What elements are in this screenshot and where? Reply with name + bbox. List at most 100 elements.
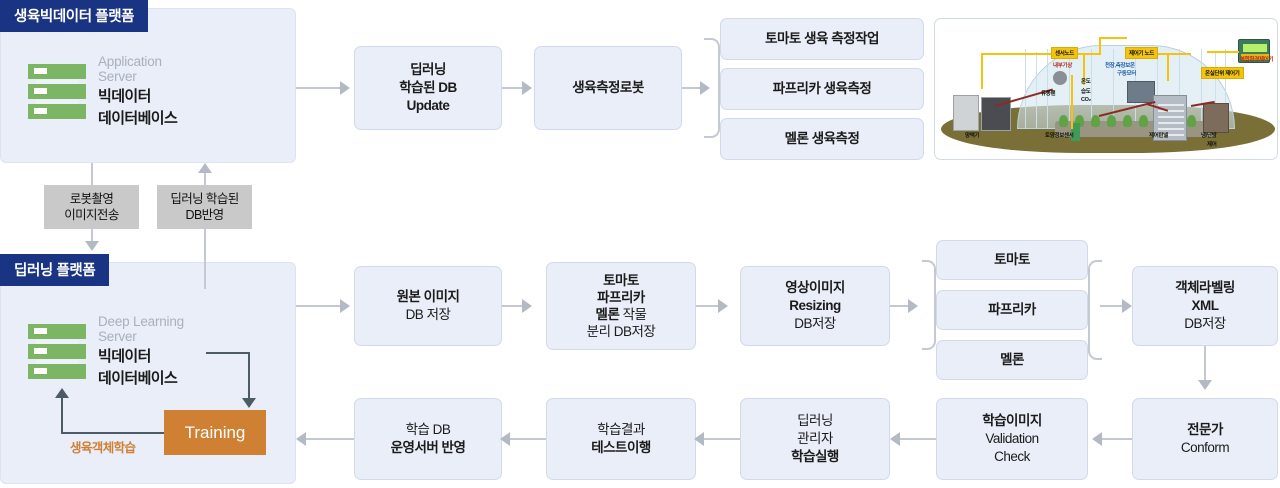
label-device-caption: 복합환경제어기 — [1240, 57, 1274, 63]
label-control-panel: 제어판넬 — [1149, 133, 1169, 139]
node-crop-paprika[interactable]: 파프리카 — [936, 290, 1088, 330]
connector-expert-to-validation — [1098, 438, 1132, 440]
connector-training-to-db-h — [61, 432, 165, 434]
node-expert-line2: Conform — [1180, 440, 1230, 455]
connector-deeplearning-to-bigdata-bottom — [204, 229, 206, 289]
node-image-resizing[interactable]: 영상이미지 Resizing DB저장 — [740, 266, 890, 346]
connector-step1-to-step2 — [502, 87, 526, 89]
connector-crops-to-xml — [1100, 305, 1126, 307]
node-crop-tomato[interactable]: 토마토 — [936, 240, 1088, 280]
node-paprika-measurement[interactable]: 파프리카 생육측정 — [720, 68, 924, 110]
arrow-training-to-db — [55, 388, 69, 398]
node-original-image-db[interactable]: 원본 이미지 DB 저장 — [354, 266, 502, 346]
bigdata-server-main-line1: 빅데이터 — [98, 88, 151, 105]
tag-db-reflect-line2: DB반영 — [185, 208, 225, 222]
node-deploy-line1: 학습 DB — [405, 422, 451, 437]
branch-bracket-measurement — [704, 38, 720, 138]
arrow-bigdata-to-step1 — [340, 81, 350, 95]
nutrient-supply-machine — [953, 95, 979, 131]
node-db-update-line1: 딥러닝 — [410, 62, 446, 77]
node-melon-measurement[interactable]: 멜론 생육측정 — [720, 118, 924, 160]
connector-bigdata-to-deeplearning-top — [91, 163, 93, 185]
node-robot-label: 생육측정로봇 — [572, 80, 644, 95]
node-xml-line2: XML — [1191, 298, 1220, 313]
node-db-update-line2: 학습된 DB — [399, 80, 457, 95]
arrow-validation-to-trainexec — [890, 432, 900, 446]
node-training-image-validation[interactable]: 학습이미지 Validation Check — [936, 398, 1088, 480]
label-co2: CO₂ — [1081, 97, 1091, 103]
node-xml-line3: DB저장 — [1184, 316, 1226, 331]
node-crop-split-paprika: 파프리카 — [597, 290, 645, 305]
node-test-execution[interactable]: 학습결과 테스트이행 — [546, 398, 696, 480]
bigdata-platform-title: 생육빅데이터 플랫폼 — [0, 0, 149, 32]
node-crop-paprika-label: 파프리카 — [988, 302, 1036, 317]
arrow-down-to-deeplearning — [85, 241, 99, 251]
node-crop-split-db[interactable]: 토마토 파프리카 멜론 작물 분리 DB저장 — [546, 262, 696, 350]
connector-db-to-training-h — [206, 352, 250, 354]
node-trainexec-line2: 관리자 — [797, 431, 833, 446]
branch-bracket-crops-out — [1088, 260, 1102, 360]
arrow-xml-to-expert — [1198, 380, 1212, 390]
deeplearning-server-label: Deep Learning Server 빅데이터 데이터베이스 — [98, 314, 184, 388]
connector-bigdata-to-deeplearning-bottom — [91, 229, 93, 243]
node-crop-split-db-save: 분리 DB저장 — [586, 324, 656, 339]
node-crop-melon[interactable]: 멜론 — [936, 340, 1088, 380]
connector-training-to-db-v — [61, 398, 63, 432]
node-tomato-measurement-task[interactable]: 토마토 생육 측정작업 — [720, 18, 924, 60]
connector-step2-to-branch — [682, 87, 704, 89]
label-sensor-node: 센서노드 — [1051, 47, 1079, 59]
greenhouse-controller-device — [1238, 39, 1270, 63]
node-deploy-to-operation-server[interactable]: 학습 DB 운영서버 반영 — [354, 398, 502, 480]
node-crop-tomato-label: 토마토 — [994, 252, 1030, 267]
node-growth-measurement-robot[interactable]: 생육측정로봇 — [534, 46, 682, 130]
node-tomato-measurement-label: 토마토 생육 측정작업 — [765, 31, 879, 46]
node-training-execution[interactable]: 딥러닝 관리자 학습실행 — [740, 398, 890, 480]
label-roof-motor-line2: 구동모터 — [1117, 71, 1137, 77]
server-icon — [28, 324, 86, 379]
bigdata-server-label: Application Server 빅데이터 데이터베이스 — [98, 54, 178, 128]
branch-bracket-crops-in — [922, 260, 936, 350]
bigdata-server-sub-line2: Server — [98, 68, 137, 84]
node-crop-split-melon: 멜론 — [595, 307, 620, 322]
node-resizing-line1: 영상이미지 — [785, 280, 845, 295]
node-resizing-line2: Resizing — [789, 298, 841, 313]
tag-robot-capture-line1: 로봇촬영 — [69, 192, 114, 206]
node-test-line1: 학습결과 — [597, 422, 645, 437]
arrow-row1-2-to-3 — [718, 299, 728, 313]
bigdata-server-block: Application Server 빅데이터 데이터베이스 — [28, 54, 178, 128]
training-label: Training — [184, 422, 246, 442]
loop-label-growth-object-learning: 생육객체학습 — [70, 441, 136, 455]
greenhouse-smartfarm-illustration: 센서노드 제어기 노드 온실단위 제어기 복합환경제어기 내부기상 천장,측장보… — [934, 18, 1278, 160]
node-deeplearning-db-update[interactable]: 딥러닝 학습된 DB Update — [354, 46, 502, 130]
connector-validation-to-trainexec — [896, 438, 936, 440]
connector-trainexec-to-test — [700, 438, 740, 440]
node-deploy-line2: 운영서버 반영 — [390, 440, 466, 455]
label-internal-weather: 내부기상 — [1053, 63, 1073, 69]
node-object-labeling-xml[interactable]: 객체라벨링 XML DB저장 — [1132, 266, 1278, 346]
dl-server-main-line1: 빅데이터 — [98, 348, 151, 365]
tag-db-reflect-line1: 딥러닝 학습된 — [170, 192, 239, 206]
label-roof-motor-line1: 천장,측장보온 — [1105, 63, 1135, 69]
dl-server-main-line2: 데이터베이스 — [98, 370, 178, 387]
node-expert-conform[interactable]: 전문가 Conform — [1132, 398, 1278, 480]
label-soil-sensor: 토양정보센서 — [1045, 133, 1074, 139]
node-validation-line2: Validation — [985, 431, 1039, 446]
arrow-trainexec-to-test — [694, 432, 704, 446]
connector-row1-1-to-2 — [502, 305, 526, 307]
label-controller-node: 제어기 노드 — [1125, 47, 1159, 59]
arrow-deploy-to-dlplatform — [296, 432, 306, 446]
soil-sensor-device — [1071, 123, 1080, 141]
connector-row1-3-to-crops — [890, 305, 912, 307]
dl-server-sub-line2: Server — [98, 328, 137, 344]
arrow-dlplatform-to-row1 — [340, 299, 350, 313]
label-temperature: 온도 — [1081, 79, 1091, 85]
training-box[interactable]: Training — [164, 410, 266, 455]
label-cooling-heating-line2: 제어 — [1207, 142, 1217, 148]
label-nutrient-supply: 양액기 — [965, 133, 980, 139]
node-xml-line1: 객체라벨링 — [1175, 280, 1235, 295]
label-cooling-heating-line1: 냉/난방 — [1201, 133, 1217, 139]
node-crop-split-tomato: 토마토 — [603, 273, 639, 288]
tag-robot-capture: 로봇촬영 이미지전송 — [44, 185, 139, 229]
arrow-row1-1-to-2 — [522, 299, 532, 313]
